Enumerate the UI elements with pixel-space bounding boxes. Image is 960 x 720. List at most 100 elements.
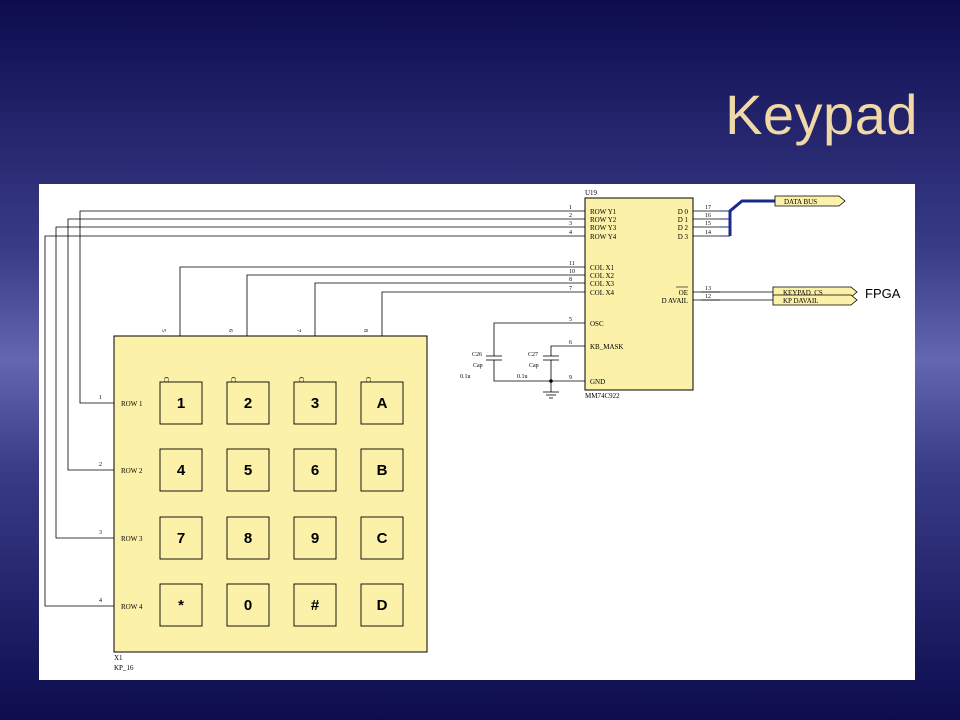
svg-text:1: 1 (177, 395, 185, 412)
keypad-key: * (159, 583, 203, 627)
svg-text:8: 8 (244, 530, 252, 547)
keypad-row-pin-num: 1 (99, 395, 102, 401)
chip-pin-num: 16 (705, 213, 711, 219)
chip-pin-num: 15 (705, 221, 711, 227)
chip-body (584, 197, 694, 391)
svg-text:0.1u: 0.1u (460, 374, 471, 380)
chip-pin-num: 8 (569, 277, 572, 283)
keypad-key: 7 (159, 516, 203, 560)
svg-text:C: C (377, 530, 388, 547)
keypad-col-pin-num: 6 (227, 329, 233, 332)
svg-text:#: # (311, 597, 320, 614)
svg-text:A: A (377, 395, 388, 412)
keypad-row-pin-num: 2 (99, 462, 102, 468)
chip-pin-num: 4 (569, 230, 572, 236)
chip-ref: U19 (585, 189, 598, 197)
cap-c26: C26 Cap 0.1u (460, 352, 483, 380)
chip-pin-label: ROW Y2 (590, 216, 617, 224)
svg-text:B: B (377, 462, 388, 479)
fpga-label: FPGA (865, 286, 901, 301)
svg-text:D: D (377, 597, 388, 614)
keypad-row-label: ROW 4 (121, 603, 143, 611)
svg-text:0: 0 (244, 597, 252, 614)
keypad-ref: X1 (114, 654, 123, 662)
keypad-row-pin-num: 3 (99, 530, 102, 536)
svg-text:0.1u: 0.1u (517, 374, 528, 380)
chip-pin-label: D 0 (678, 208, 689, 216)
chip-pin-label: D 1 (678, 216, 689, 224)
chip-pin-num: 11 (569, 261, 575, 267)
keypad-col-pin-num: 7 (295, 329, 301, 332)
chip-pin-num: 10 (569, 269, 575, 275)
keypad-row-label: ROW 1 (121, 400, 143, 408)
keypad-key: 5 (226, 448, 270, 492)
chip-pin-label: GND (590, 378, 605, 386)
data-bus-port: DATA BUS (774, 195, 846, 207)
chip-pin-label: D 2 (678, 224, 689, 232)
chip-pin-num: 13 (705, 286, 711, 292)
keypad-key: B (360, 448, 404, 492)
chip-pin-label: OE (679, 289, 688, 297)
osc-network (486, 322, 559, 399)
keypad-key: 2 (226, 381, 270, 425)
keypad-col-pin-num: 8 (362, 329, 368, 332)
chip-pin-label: COL X3 (590, 280, 615, 288)
cap-c27: C27 Cap 0.1u (517, 352, 539, 380)
chip-pin-num: 5 (569, 317, 572, 323)
keypad-key: 0 (226, 583, 270, 627)
keypad-key: 8 (226, 516, 270, 560)
chip-pin-num: 2 (569, 213, 572, 219)
chip-pin-num: 17 (705, 205, 711, 211)
svg-text:2: 2 (244, 395, 252, 412)
keypad-row-label: ROW 2 (121, 467, 143, 475)
keypad-row-label: ROW 3 (121, 535, 143, 543)
chip-pin-label: COL X2 (590, 272, 615, 280)
svg-text:3: 3 (311, 395, 319, 412)
chip-pin-label: D 3 (678, 233, 689, 241)
svg-text:7: 7 (177, 530, 185, 547)
svg-text:Cap: Cap (529, 363, 539, 369)
svg-text:C26: C26 (472, 352, 482, 358)
chip-pin-label: ROW Y3 (590, 224, 617, 232)
kp-davail-port: KP DAVAIL (772, 294, 858, 306)
svg-text:C27: C27 (528, 352, 538, 358)
keypad-key: 4 (159, 448, 203, 492)
keypad-key: # (293, 583, 337, 627)
kp-davail-label: KP DAVAIL (783, 297, 818, 305)
data-bus (720, 199, 775, 237)
svg-text:9: 9 (311, 530, 319, 547)
keypad-key: A (360, 381, 404, 425)
chip-pin-num: 6 (569, 340, 572, 346)
routing-wires (44, 210, 555, 607)
chip-pin-label: ROW Y1 (590, 208, 617, 216)
chip-part: MM74C922 (585, 392, 620, 400)
chip-pin-num: 3 (569, 221, 572, 227)
chip-pin-label: COL X1 (590, 264, 615, 272)
keypad-col-pin-num: 5 (160, 329, 166, 332)
chip-pin-label: OSC (590, 320, 604, 328)
keypad-cs-label: KEYPAD_CS (783, 289, 823, 297)
chip-pin-num: 9 (569, 375, 572, 381)
data-bus-label: DATA BUS (784, 198, 817, 206)
chip-pin-label: D AVAIL (662, 297, 688, 305)
keypad-key: 6 (293, 448, 337, 492)
svg-text:Cap: Cap (473, 363, 483, 369)
svg-text:4: 4 (177, 462, 186, 479)
keypad-key: 3 (293, 381, 337, 425)
chip-pin-num: 1 (569, 205, 572, 211)
keypad-key: D (360, 583, 404, 627)
svg-text:*: * (178, 597, 184, 614)
keypad-part: KP_16 (114, 664, 134, 672)
slide-title: Keypad (725, 83, 918, 146)
keypad-key: 9 (293, 516, 337, 560)
chip-pin-num: 12 (705, 294, 711, 300)
keypad-key: C (360, 516, 404, 560)
svg-text:6: 6 (311, 462, 319, 479)
keypad-key: 1 (159, 381, 203, 425)
chip-pin-num: 14 (705, 230, 711, 236)
keypad-row-pin-num: 4 (99, 598, 102, 604)
